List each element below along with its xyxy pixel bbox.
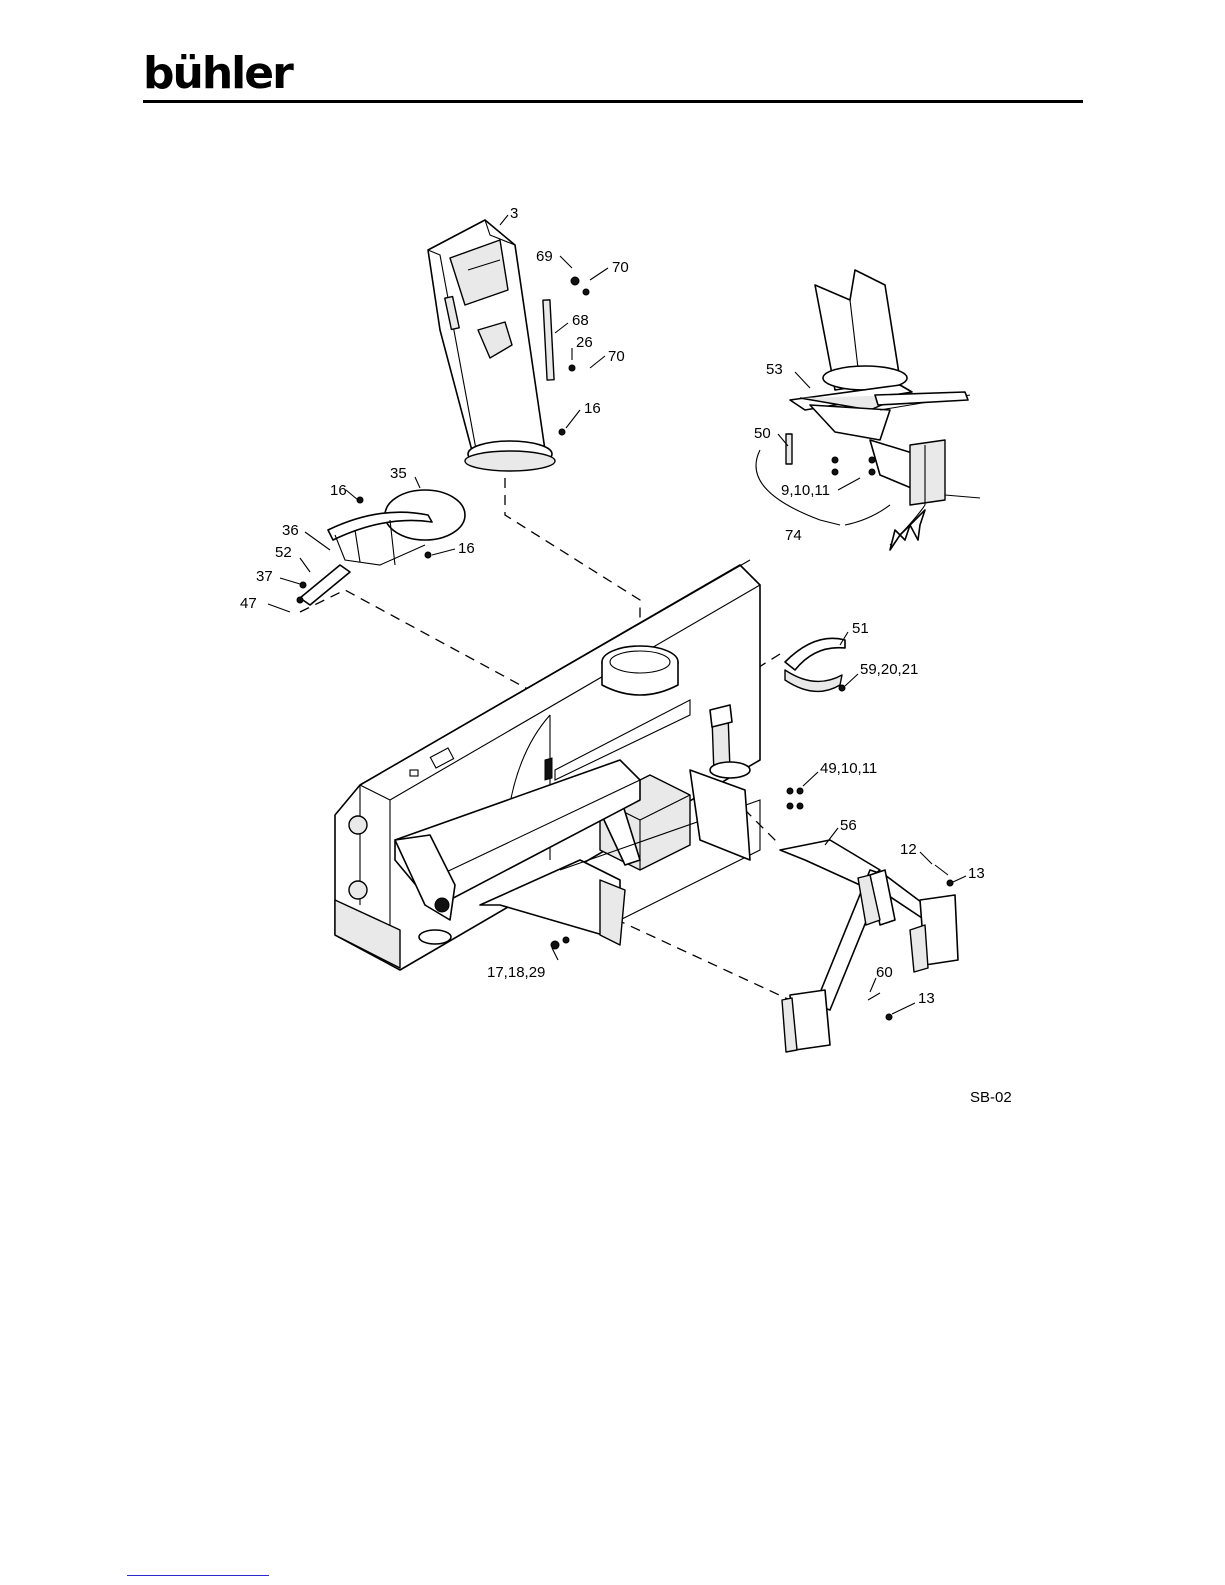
callout-47: 47 (240, 595, 257, 612)
callout-69: 69 (536, 248, 553, 265)
callout-70-lower: 70 (608, 348, 625, 365)
callout-13-lower: 13 (918, 990, 935, 1007)
callout-37: 37 (256, 568, 273, 585)
callout-53: 53 (766, 361, 783, 378)
callout-16-left: 16 (330, 482, 347, 499)
callout-16: 16 (584, 400, 601, 417)
callout-50: 50 (754, 425, 771, 442)
callout-16-ring: 16 (458, 540, 475, 557)
callout-56: 56 (840, 817, 857, 834)
guard-51 (785, 638, 845, 691)
callout-3: 3 (510, 205, 518, 222)
footer-rule (127, 1575, 269, 1576)
callout-35: 35 (390, 465, 407, 482)
callout-52: 52 (275, 544, 292, 561)
callout-59-20-21: 59,20,21 (860, 661, 918, 678)
callout-13: 13 (968, 865, 985, 882)
callout-9-10-11: 9,10,11 (781, 482, 830, 499)
callout-36: 36 (282, 522, 299, 539)
callout-70: 70 (612, 259, 629, 276)
callout-74: 74 (785, 527, 802, 544)
callout-17-18-29: 17,18,29 (487, 964, 545, 981)
auxiliary-chute-view (756, 270, 980, 550)
callout-68: 68 (572, 312, 589, 329)
snowblower-housing (335, 560, 760, 970)
callout-12: 12 (900, 841, 917, 858)
diagram-code: SB-02 (970, 1089, 1012, 1106)
hitch-a-frame (780, 840, 958, 1052)
callout-26: 26 (576, 334, 593, 351)
callout-49-10-11: 49,10,11 (820, 760, 877, 777)
callout-60: 60 (876, 964, 893, 981)
callout-51: 51 (852, 620, 869, 637)
